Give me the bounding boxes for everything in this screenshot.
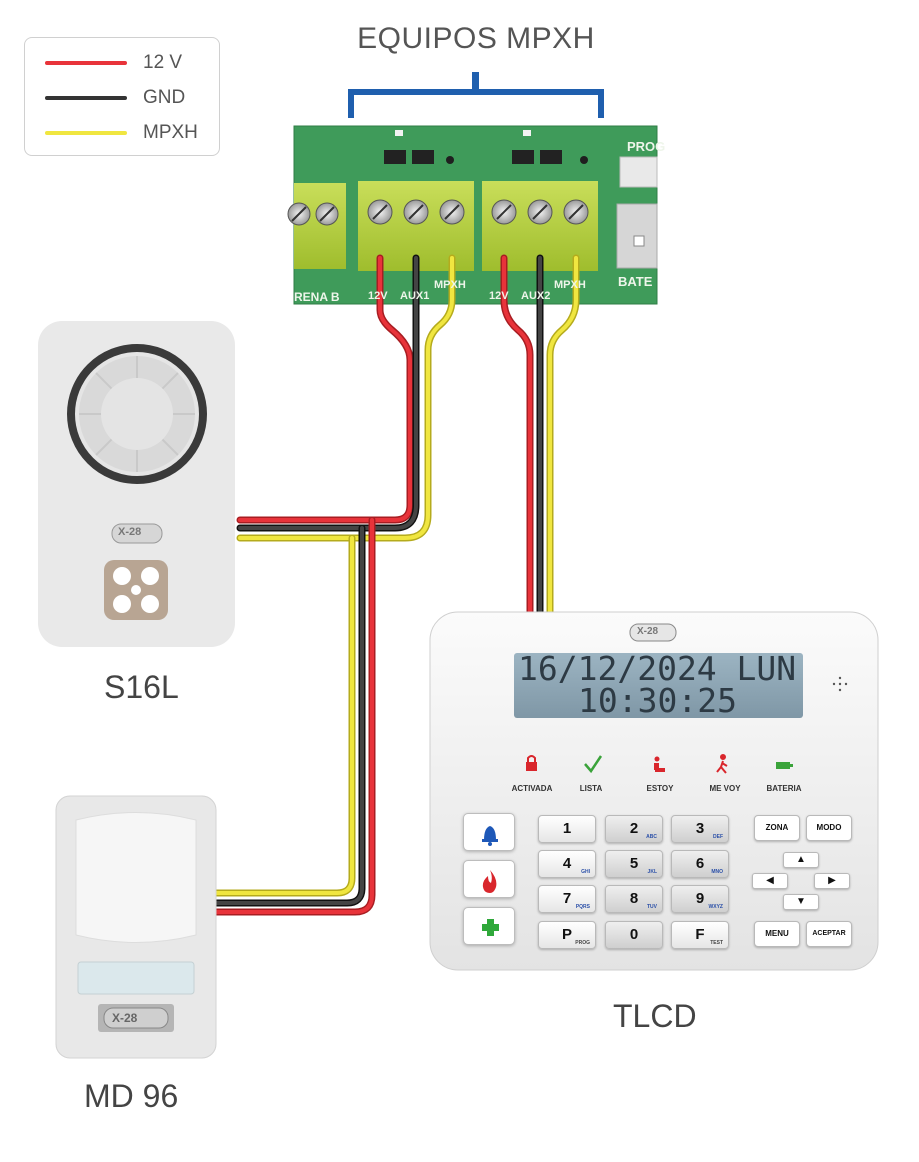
siren-label: S16L [104,669,179,705]
battery-connector-label: BATE [618,274,653,289]
group-bracket [348,89,604,118]
indicator-activada: ACTIVADA [511,784,553,793]
siren-brand-logo: X-28 [118,526,142,538]
terminal-label-sirena: RENA B [294,290,340,304]
pir-label: MD 96 [84,1078,179,1114]
keypad-label: TLCD [613,998,697,1034]
indicator-estoy: ESTOY [646,784,674,793]
keypad-brand-logo: X-28 [637,626,659,637]
lock-icon [526,755,537,771]
zona-button[interactable]: ZONA [754,815,800,841]
legend-swatch-black [45,96,127,100]
lcd-line-1: 16/12/2024 LUN [518,649,796,688]
indicator-me-voy: ME VOY [709,784,741,793]
aceptar-button[interactable]: ACEPTAR [806,921,852,947]
legend-label: 12 V [143,52,183,73]
terminal-label-aux1: AUX1 [400,290,430,302]
legend-label: MPXH [143,122,198,143]
modo-button[interactable]: MODO [806,815,852,841]
walking-person-icon [716,754,728,774]
terminal-label-12v-2: 12V [489,290,509,302]
arrow-up-button[interactable]: ▲ [783,852,819,868]
terminal-label-12v-1: 12V [368,290,388,302]
battery-icon [776,762,793,769]
siren-device [38,321,235,647]
fire-key[interactable] [463,860,515,898]
legend-swatch-yellow [45,131,127,135]
arrow-right-button[interactable]: ▶ [814,873,850,889]
legend-label: GND [143,87,186,108]
prog-connector-label: PROG [627,139,666,154]
sitting-person-icon [654,756,665,772]
legend-item-gnd: GND [45,87,215,108]
legend-item-mpxh: MPXH [45,122,215,143]
fire-icon [482,870,497,893]
arrow-left-button[interactable]: ◀ [752,873,788,889]
key-1[interactable]: 1 [538,815,596,843]
terminal-label-mpxh-2: MPXH [554,279,586,291]
lcd-line-2: 10:30:25 [578,681,737,720]
control-board [287,125,658,305]
legend-swatch-red [45,61,127,65]
diagram-title: EQUIPOS MPXH [357,22,595,55]
arrow-down-button[interactable]: ▼ [783,894,819,910]
medical-cross-icon [482,919,499,936]
menu-button[interactable]: MENU [754,921,800,947]
key-0[interactable]: 0 [605,921,663,949]
indicator-lista: LISTA [579,784,603,793]
indicator-bateria: BATERIA [766,784,802,793]
check-icon [584,755,603,774]
terminal-label-aux2: AUX2 [521,290,551,302]
panic-key[interactable] [463,813,515,851]
pir-device [55,795,217,1059]
bell-icon [482,826,498,846]
pir-brand-logo: X-28 [112,1011,138,1025]
wire-legend: 12 V GND MPXH [24,37,220,156]
legend-item-12v: 12 V [45,52,215,73]
medical-key[interactable] [463,907,515,945]
terminal-label-mpxh-1: MPXH [434,279,466,291]
wires [212,254,580,916]
